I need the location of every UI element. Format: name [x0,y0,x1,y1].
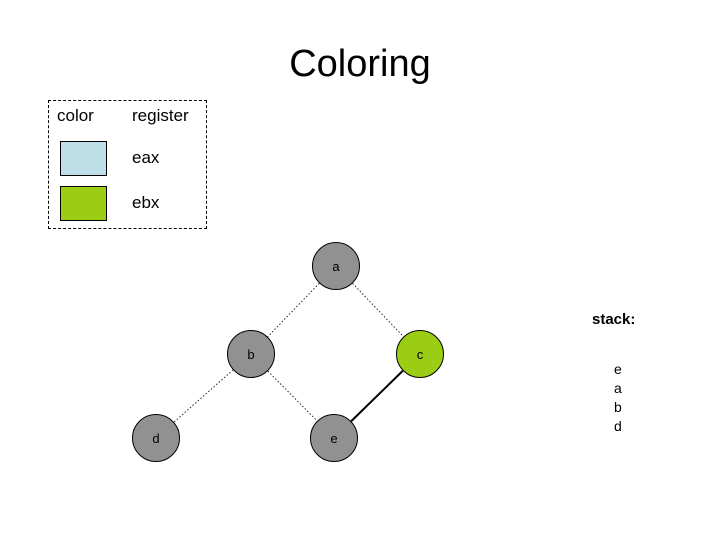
graph-edge-c-e [350,370,404,422]
legend-row: eax [49,139,208,183]
graph-edge-b-e [267,370,318,422]
graph-node-b[interactable]: b [227,330,275,378]
legend-register-label: ebx [132,193,160,212]
graph-edge-a-b [267,282,320,338]
legend-header-register: register [132,106,189,125]
graph-node-c[interactable]: c [396,330,444,378]
graph-node-label: c [416,346,424,362]
stack-item: b [614,399,622,415]
legend-header-row: color register [49,103,208,127]
color-register-legend: color register eax ebx [48,100,207,229]
graph-node-label: a [332,258,340,274]
stack-item: a [614,380,622,396]
stack-item: e [614,361,622,377]
stack-item: d [614,418,622,434]
graph-node-e[interactable]: e [310,414,358,462]
graph-node-a[interactable]: a [312,242,360,290]
stack-title: stack: [592,311,636,328]
legend-header-color: color [57,106,94,125]
graph-node-label: b [247,346,255,362]
graph-node-label: d [152,430,160,446]
page-title: Coloring [289,43,431,85]
graph-edge-b-d [173,369,234,423]
graph-node-label: e [330,430,338,446]
color-swatch-eax [60,141,107,176]
color-swatch-ebx [60,186,107,221]
legend-row: ebx [49,184,208,228]
graph-node-d[interactable]: d [132,414,180,462]
legend-register-label: eax [132,148,160,167]
graph-edge-a-c [352,283,404,337]
